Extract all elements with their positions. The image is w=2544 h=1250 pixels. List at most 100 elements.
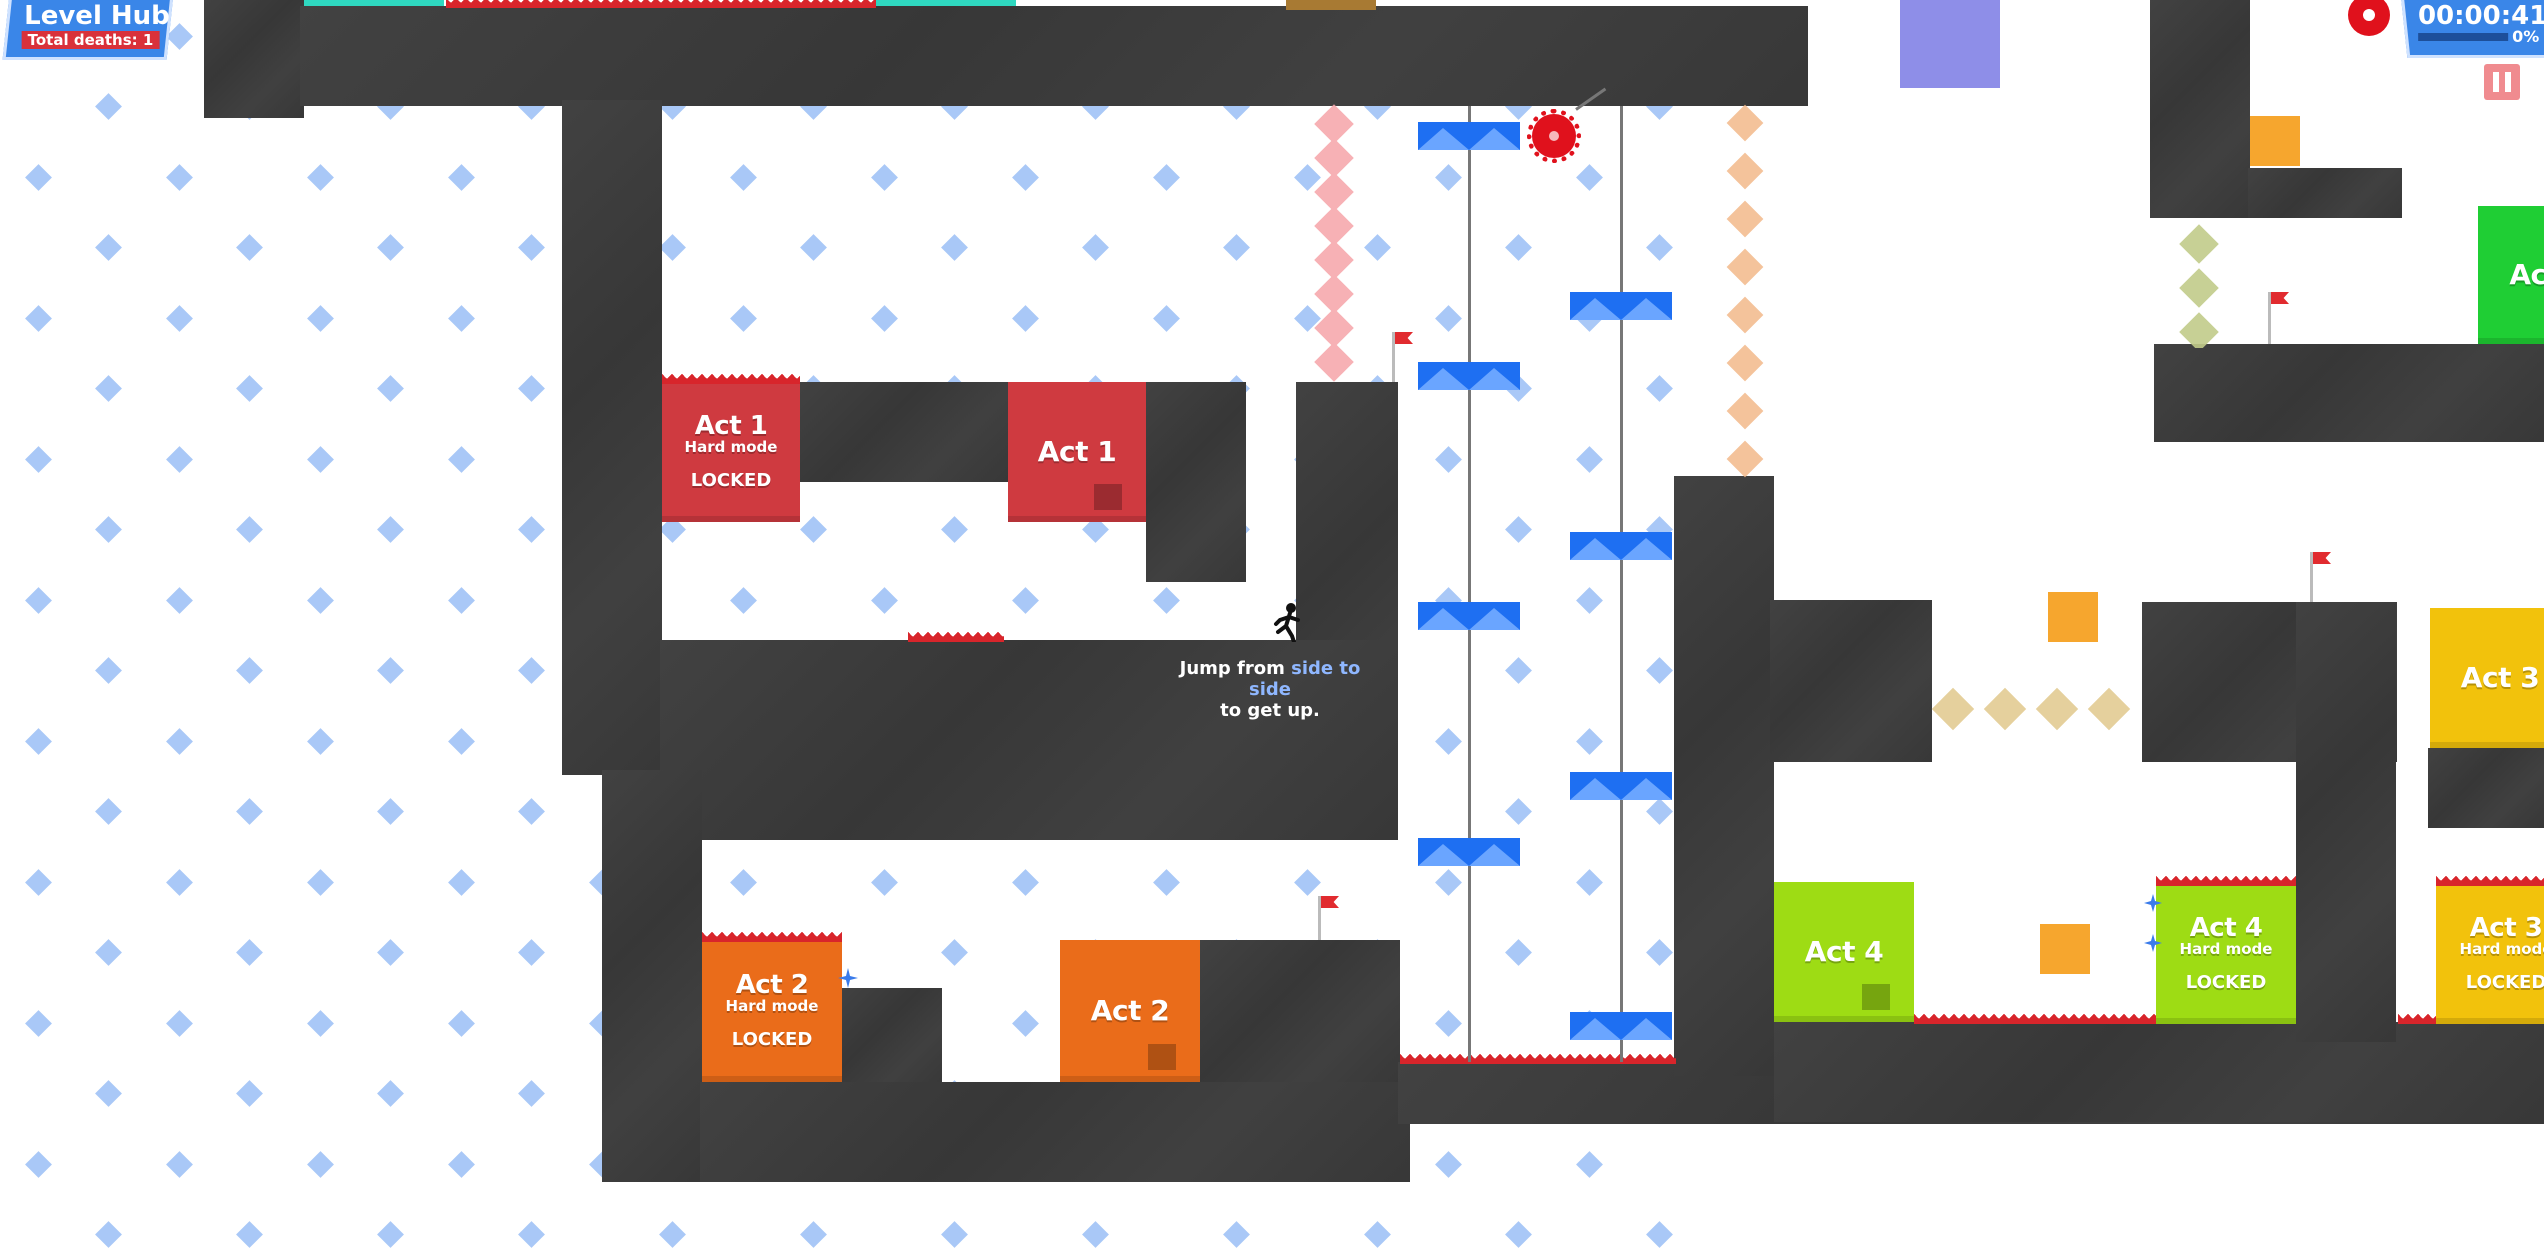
sparkle-icon: [2144, 894, 2162, 912]
level-hub-badge: Level Hub Total deaths: 1: [2, 0, 174, 60]
moving-platform: [1570, 532, 1672, 560]
platform-rail: [1468, 106, 1471, 1062]
act1-hard-lock-label: LOCKED: [690, 470, 772, 491]
teal-block: [304, 0, 444, 6]
pause-icon: [2493, 72, 2499, 92]
floor-wall: [660, 640, 1398, 840]
checkpoint-flag-icon: [1392, 332, 1413, 382]
act3-door[interactable]: Act 3: [2430, 608, 2544, 748]
act4-hard-lock-label: LOCKED: [2185, 972, 2267, 993]
act2-mark: [1148, 1044, 1176, 1070]
platform-rail: [1620, 106, 1623, 1062]
spike-row: [2156, 870, 2296, 886]
act2-door[interactable]: Act 2: [1060, 940, 1200, 1082]
spike-row: [1914, 1008, 2156, 1024]
tan-diamond-chain: [1931, 687, 2131, 731]
total-deaths-counter: Total deaths: 1: [21, 31, 160, 49]
act2-hard-subtitle: Hard mode: [725, 997, 819, 1015]
progress-percent: 0%: [2512, 27, 2540, 46]
hint-line2: to get up.: [1220, 700, 1320, 721]
act3-hard-mode-door[interactable]: Act 3 Hard mode LOCKED: [2436, 884, 2544, 1024]
saw-blade-icon: [1527, 109, 1581, 163]
spike-row: [1400, 1048, 1676, 1064]
act3-hard-lock-label: LOCKED: [2465, 972, 2544, 993]
spike-row: [446, 0, 876, 8]
spike-row: [908, 626, 1004, 642]
act4-hard-title: Act 4: [2189, 913, 2263, 943]
sparkle-icon: [838, 968, 858, 988]
wall: [204, 0, 304, 118]
floor-wall: [700, 1082, 1410, 1182]
wall: [1146, 382, 1246, 582]
sparkle-icon: [2144, 934, 2162, 952]
orange-cube: [2048, 592, 2098, 642]
act1-hard-mode-door[interactable]: Act 1 Hard mode LOCKED: [662, 382, 800, 522]
act2-title: Act 2: [1090, 994, 1170, 1027]
spike-row: [2436, 870, 2544, 886]
wall: [800, 382, 1010, 482]
wall: [2150, 0, 2250, 218]
wall: [1674, 476, 1774, 1076]
purple-block: [1900, 0, 2000, 88]
wall: [1200, 940, 1400, 1088]
act1-door[interactable]: Act 1: [1008, 382, 1146, 522]
olive-diamond-chain: [2179, 224, 2219, 348]
hint-line1-highlight: side to side: [1249, 658, 1361, 700]
moving-platform: [1570, 292, 1672, 320]
act3-title: Act 3: [2460, 661, 2540, 694]
wall: [2154, 344, 2544, 442]
moving-platform: [1418, 602, 1520, 630]
saw-blade-icon: [2348, 0, 2390, 36]
orange-cube: [2040, 924, 2090, 974]
checkpoint-flag-icon: [2310, 552, 2331, 602]
wall: [1770, 600, 1932, 762]
act5-door-partial[interactable]: Ac: [2478, 206, 2544, 344]
act4-title: Act 4: [1804, 935, 1884, 968]
teal-block: [876, 0, 1016, 6]
spike-row: [2398, 1008, 2436, 1024]
moving-platform: [1418, 122, 1520, 150]
tutorial-hint: Jump from side to side to get up.: [1160, 658, 1380, 721]
pink-diamond-chain: [1314, 104, 1354, 382]
wall: [2248, 168, 2402, 218]
wall: [562, 100, 662, 775]
act3-hard-title: Act 3: [2469, 913, 2543, 943]
wooden-crate: [1286, 0, 1376, 10]
checkpoint-flag-icon: [2268, 292, 2289, 344]
moving-platform: [1418, 362, 1520, 390]
act1-hard-title: Act 1: [694, 411, 768, 441]
act4-hard-subtitle: Hard mode: [2179, 940, 2273, 958]
wall: [602, 770, 702, 1182]
orange-cube: [2250, 116, 2300, 166]
orange-diamond-chain: [1726, 104, 1764, 478]
moving-platform: [1570, 1012, 1672, 1040]
progress-bar: [2418, 33, 2509, 41]
act4-mark: [1862, 984, 1890, 1010]
act2-hard-mode-door[interactable]: Act 2 Hard mode LOCKED: [702, 940, 842, 1082]
spike-row: [662, 368, 800, 384]
act5-title-partial: Ac: [2509, 258, 2544, 291]
act2-hard-lock-label: LOCKED: [731, 1029, 813, 1050]
ceiling-wall: [300, 6, 1808, 106]
checkpoint-flag-icon: [1318, 896, 1339, 940]
pause-icon: [2505, 72, 2511, 92]
wall: [840, 988, 942, 1088]
act4-hard-mode-door[interactable]: Act 4 Hard mode LOCKED: [2156, 884, 2296, 1024]
floor-wall: [1774, 1022, 2544, 1122]
pause-button[interactable]: [2484, 64, 2520, 100]
act1-mark: [1094, 484, 1122, 510]
player-stickman-icon: [1274, 603, 1300, 642]
moving-platform: [1570, 772, 1672, 800]
moving-platform: [1418, 838, 1520, 866]
act3-hard-subtitle: Hard mode: [2459, 940, 2544, 958]
level-title: Level Hub: [24, 1, 170, 31]
hint-line1-pre: Jump from: [1179, 658, 1292, 679]
timer-panel: 00:00:41 0%: [2400, 0, 2544, 58]
wall: [2296, 602, 2396, 1042]
act1-title: Act 1: [1037, 435, 1117, 468]
act4-door[interactable]: Act 4: [1774, 882, 1914, 1022]
wall: [2428, 748, 2544, 828]
act1-hard-subtitle: Hard mode: [684, 438, 778, 456]
spike-row: [702, 926, 842, 942]
